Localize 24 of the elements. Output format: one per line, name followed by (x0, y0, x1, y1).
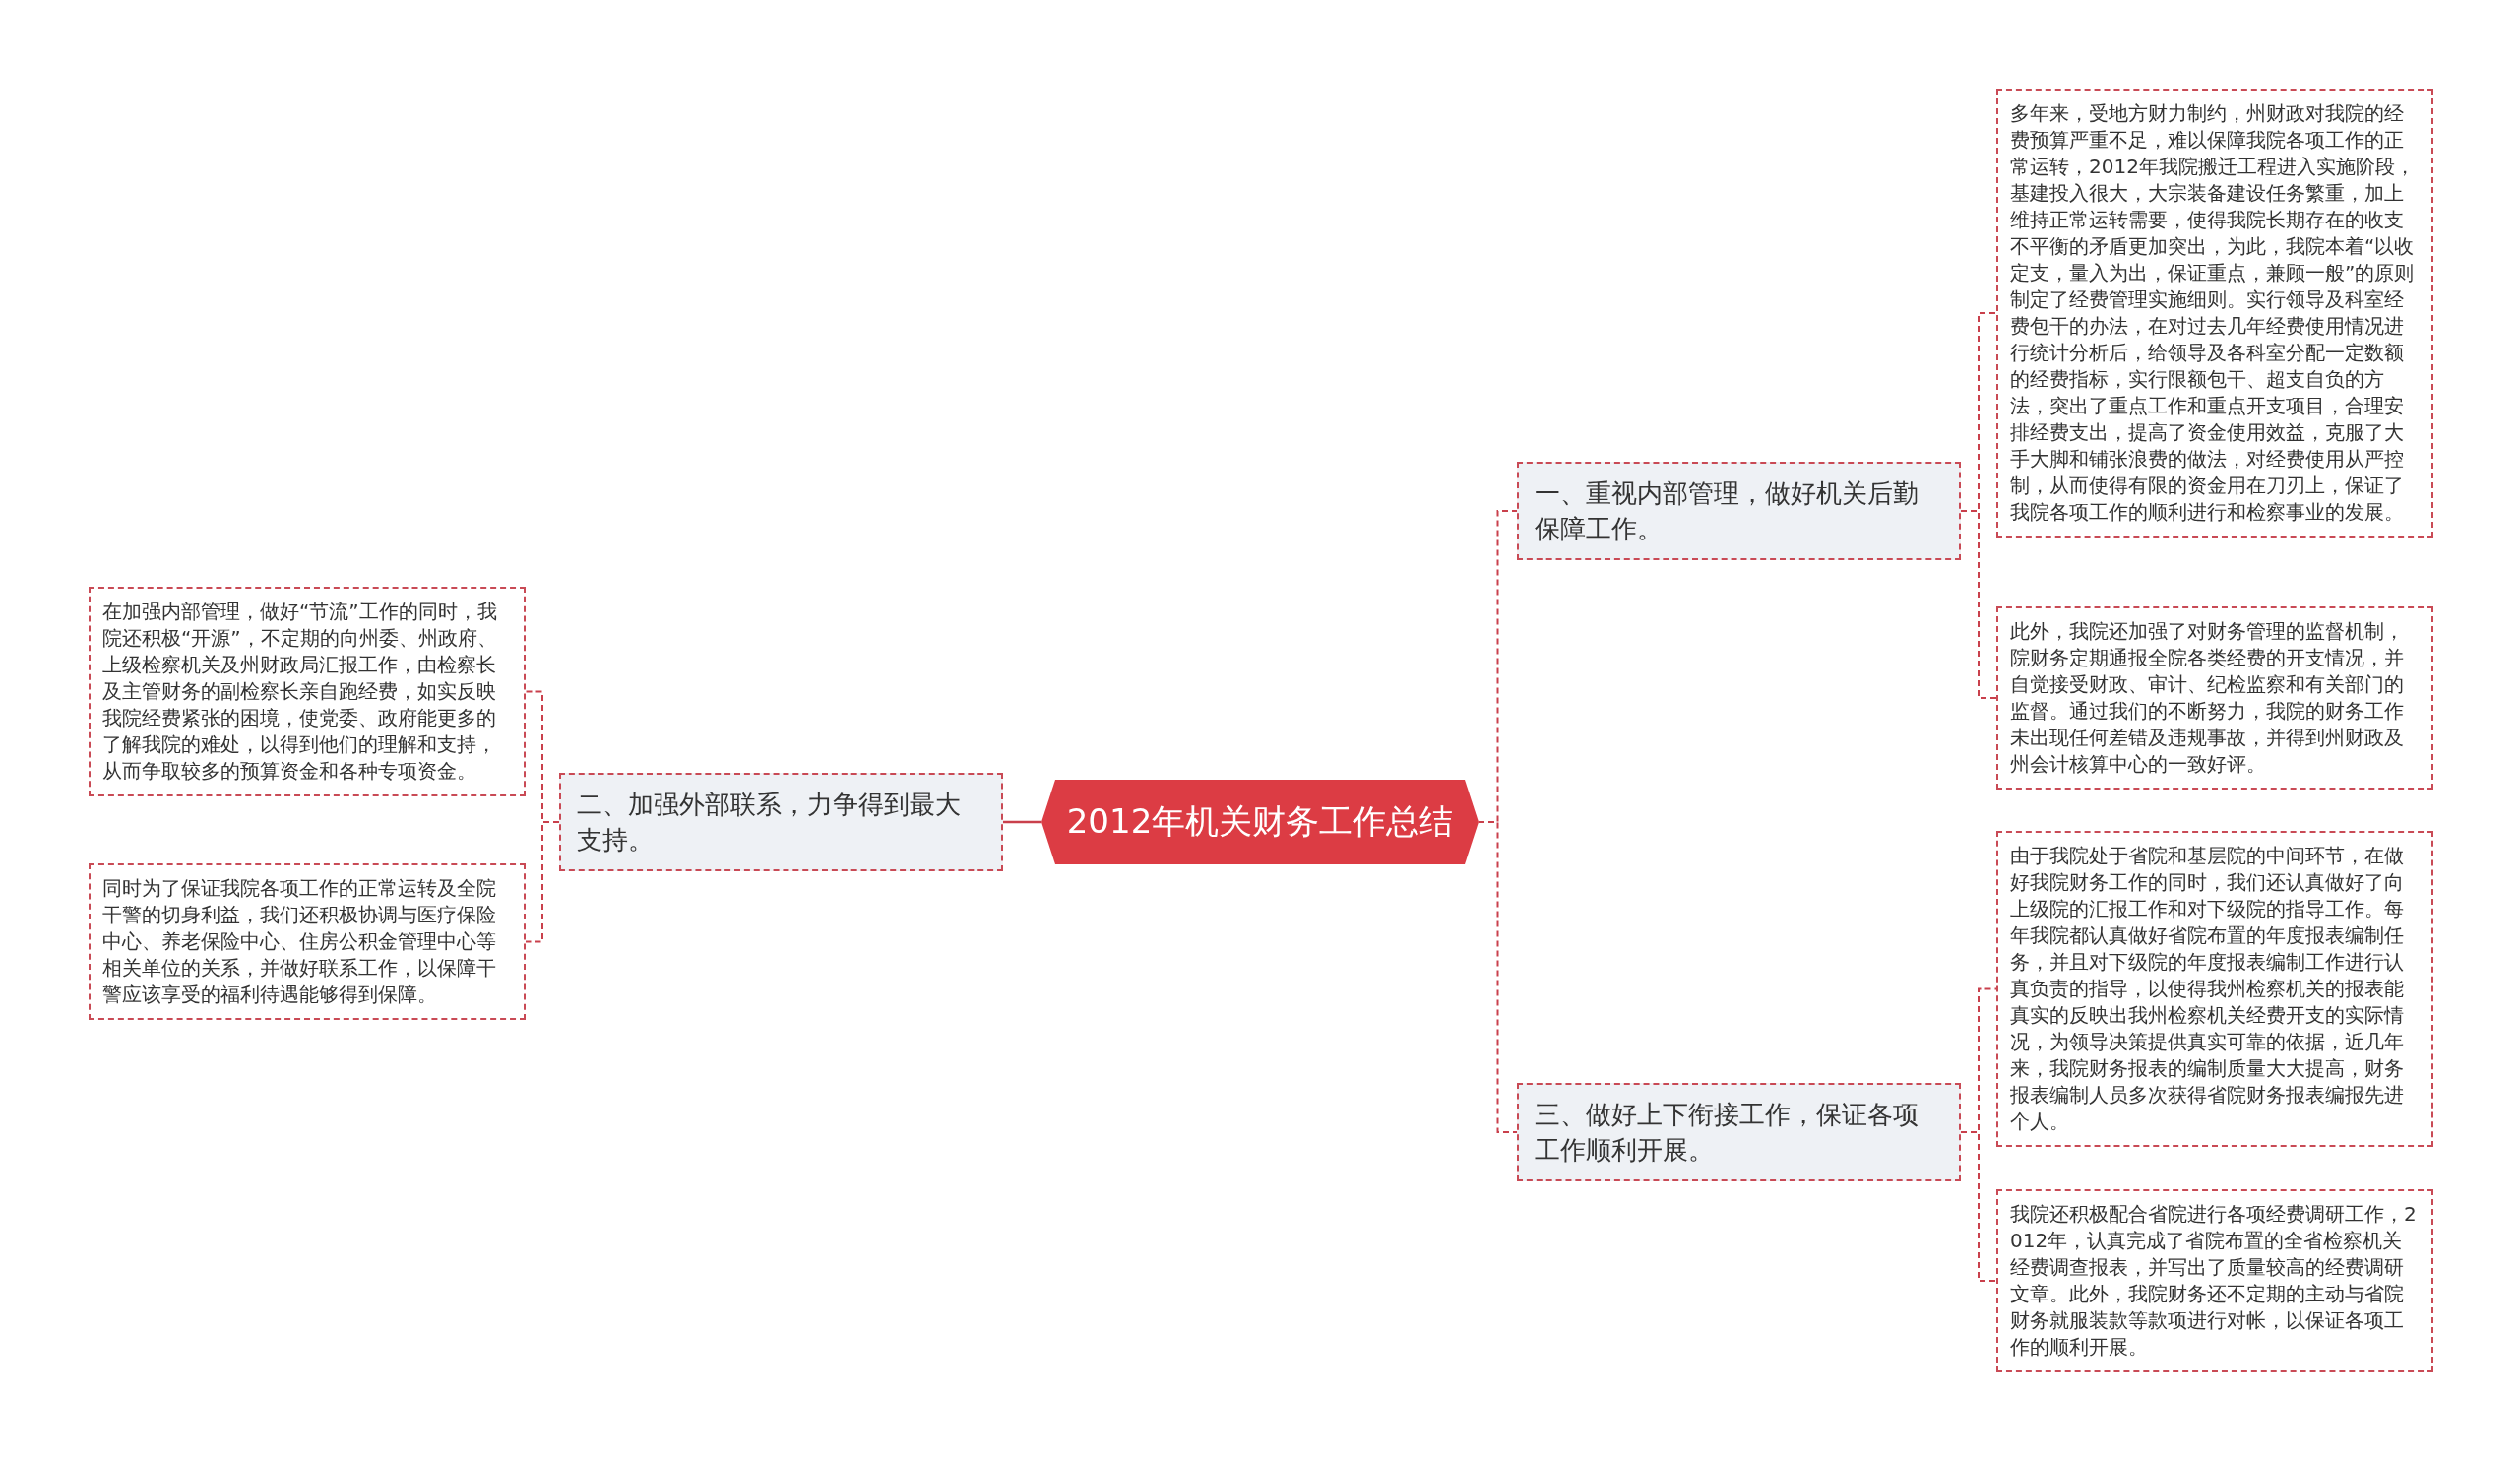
node-text: 同时为了保证我院各项工作的正常运转及全院干警的切身利益，我们还积极协调与医疗保险中心、养老保险中心、住房公积金管理中心等相关单位的关系，并做好联系工作，以保障干警应该享受的福利待遇能够得到保障。 (102, 875, 497, 1008)
node-text: 2012年机关财务工作总结 (1066, 800, 1454, 843)
note-box (1996, 606, 2433, 790)
branch-box (1517, 462, 1961, 560)
node-text: 此外，我院还加强了对财务管理的监督机制，院财务定期通报全院各类经费的开支情况，并自觉接受财政、审计、纪检监察和有关部门的监督。通过我们的不断努力，我院的财务工作未出现任何差错及违规事故，并得到州财政及州会计核算中心的一致好评。 (2010, 618, 2405, 778)
branch-box (1517, 1083, 1961, 1181)
connector-line (525, 821, 560, 943)
connector-line (1478, 821, 1518, 1133)
node-text: 多年来，受地方财力制约，州财政对我院的经费预算严重不足，难以保障我院各项工作的正常运转，2012年我院搬迁工程进入实施阶段，基建投入很大，大宗装备建设任务繁重，加上维持正常运转需要，使得我院长期存在的收支不平衡的矛盾更加突出，为此，我院本着“以收定支，量入为出，保证重点，兼顾一般”的原则制定了经费管理实施细则。实行领导及科室经费包干的办法，在对过去几年经费使用情况进行统计分析后，给领导及各科室分配一定数额的经费指标，实行限额包干、超支自负的方法，突出了重点工作和重点开支项目，合理安排经费支出，提高了资金使用效益，克服了大手大脚和铺张浪费的做法，对经费使用从严控制，从而使得有限的资金用在刀刃上，保证了我院各项工作的顺利进行和检察事业的发展。 (2010, 100, 2416, 526)
connector-line (1960, 1131, 1997, 1282)
node-text: 在加强内部管理，做好“节流”工作的同时，我院还积极“开源”，不定期的向州委、州政府、上级检察机关及州财政局汇报工作，由检察长及主管财务的副检察长亲自跑经费，如实反映我院经费紧张的困境，使党委、政府能更多的了解我院的难处，以得到他们的理解和支持，从而争取较多的预算资金和各种专项资金。 (102, 599, 498, 785)
note-box (1996, 1189, 2433, 1372)
node-text: 我院还积极配合省院进行各项经费调研工作，2012年，认真完成了省院布置的全省检察机关经费调查报表，并写出了质量较高的经费调研文章。此外，我院财务还不定期的主动与省院财务就服装款等款项进行对帐，以保证各项工作的顺利开展。 (2010, 1201, 2418, 1361)
note-box (89, 587, 526, 796)
node-text: 一、重视内部管理，做好机关后勤保障工作。 (1535, 477, 1920, 545)
node-text: 由于我院处于省院和基层院的中间环节，在做好我院财务工作的同时，我们还认真做好了向上级院的汇报工作和对下级院的指导工作。每年我院都认真做好省院布置的年度报表编制任务，并且对下级院的年度报表编制工作进行认真负责的指导，以使得我州检察机关的报表能真实的反映出我州检察机关经费开支的实际情况，为领导决策提供真实可靠的依据，近几年来，我院财务报表的编制质量大大提高，财务报表编制人员多次获得省院财务报表编报先进个人。 (2010, 843, 2405, 1135)
connector-line (1003, 820, 1041, 824)
note-box (1996, 831, 2433, 1147)
connector-line (1960, 510, 1997, 699)
node-text: 二、加强外部联系，力争得到最大支持。 (577, 789, 962, 856)
note-box (89, 863, 526, 1020)
branch-box (559, 773, 1003, 871)
central-topic (1041, 780, 1479, 864)
node-text: 三、做好上下衔接工作，保证各项工作顺利开展。 (1535, 1099, 1920, 1167)
